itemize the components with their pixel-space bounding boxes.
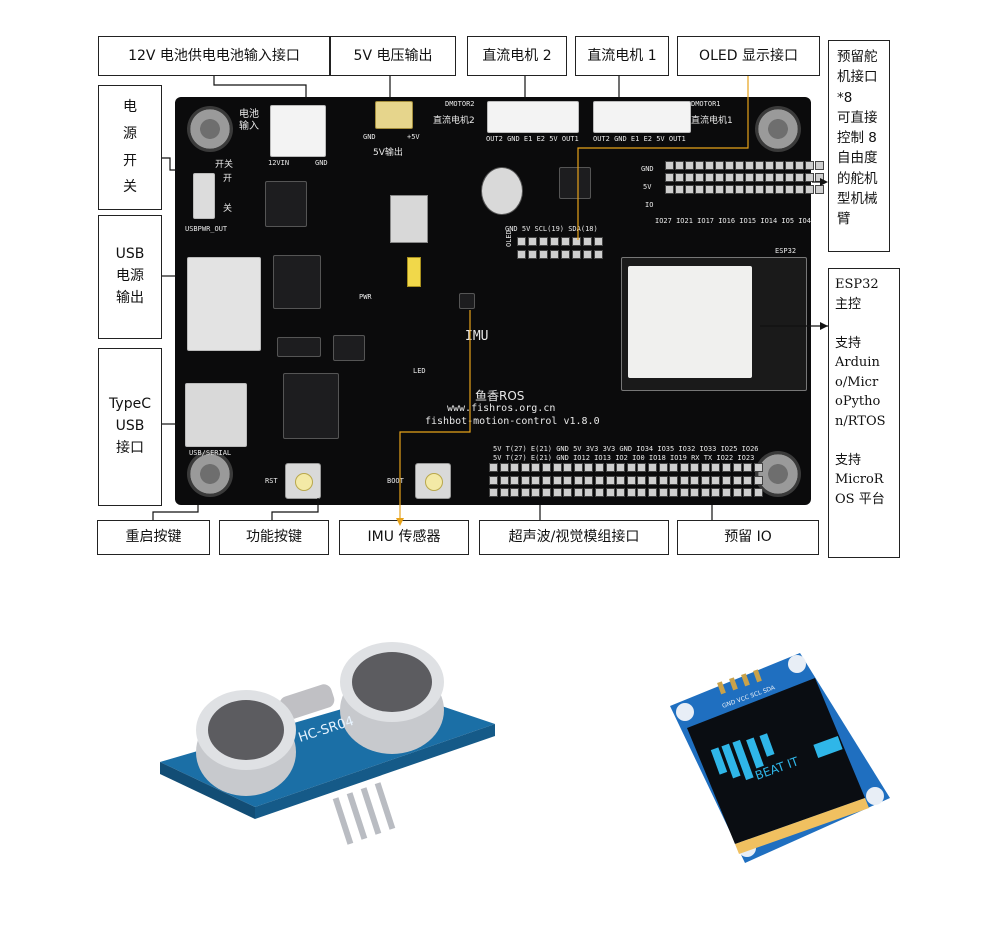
- chip-u15: [273, 255, 321, 309]
- servo-gnd-silk: GND: [641, 165, 654, 173]
- capacitor-c49: [407, 257, 421, 287]
- pwr-silk: PWR: [359, 293, 372, 301]
- servo-5v-silk: 5V: [643, 183, 652, 191]
- 5v-output-connector: [375, 101, 413, 129]
- typec-port: [185, 383, 247, 447]
- io-row2-silk: 5V T(27) E(21) GND IO12 IO13 IO2 IO0 IO1…: [493, 454, 755, 462]
- ultrasonic-sensor-module: HC-SR04: [160, 642, 495, 845]
- dc-motor-2-connector: [487, 101, 579, 133]
- esp32-main-label: ESP32 主控 支持 Arduin o/Micr oPytho n/RTOS …: [828, 268, 900, 558]
- dc-motor-1-connector: [593, 101, 691, 133]
- brand-silk: 鱼香ROS: [475, 389, 525, 403]
- chip-u16: [265, 181, 307, 227]
- imu-sensor-label: IMU 传感器: [339, 520, 469, 555]
- servo-io-numbers-silk: IO27 IO21 IO17 IO16 IO15 IO14 IO5 IO4: [655, 217, 811, 225]
- motor2-pins-silk: OUT2 GND E1 E2 5V OUT1: [486, 135, 579, 143]
- battery-silk: 电池 输入: [239, 109, 259, 132]
- mount-hole-top-right: [755, 106, 801, 152]
- servo-port-label: 预留舵 机接口 *8 可直接 控制 8 自由度 的舵机 型机械 臂: [828, 40, 890, 252]
- dmotor1-cn-silk: 直流电机1: [691, 116, 733, 126]
- gnd-silk: GND: [315, 159, 328, 167]
- battery-input-label: 12V 电池供电电池输入接口: [98, 36, 330, 76]
- function-button-label: 功能按键: [219, 520, 329, 555]
- servo-io-silk: IO: [645, 201, 654, 209]
- 5v-output-silk: 5V输出: [373, 148, 403, 158]
- mount-hole-bottom-left: [187, 451, 233, 497]
- led-silk: LED: [413, 367, 426, 375]
- 5v-output-label: 5V 电压输出: [330, 36, 456, 76]
- dmotor1-silk: DMOTOR1: [691, 100, 721, 108]
- diode-d1: [277, 337, 321, 357]
- switch-silk: 开关: [215, 160, 234, 170]
- usb-power-output-label: USB 电源 输出: [98, 215, 162, 339]
- usbpwr-out-silk: USBPWR_OUT: [185, 225, 228, 233]
- url-silk: www.fishros.org.cn: [447, 403, 556, 414]
- rst-silk: RST: [265, 477, 278, 485]
- dc-motor-2-label: 直流电机 2: [467, 36, 567, 76]
- imu-silk: IMU: [465, 329, 489, 344]
- servo-header: [665, 161, 824, 194]
- usb-serial-silk: USB/SERIAL: [189, 449, 232, 457]
- vin-silk: 12VIN: [268, 159, 290, 167]
- 5v-plus-silk: +5V: [407, 133, 420, 141]
- oled-display-module: BEAT IT GND VCC SCL SDA: [670, 653, 890, 863]
- 5v-gnd-silk: GND: [363, 133, 376, 141]
- usb-a-port: [187, 257, 261, 351]
- io-header: [489, 463, 763, 498]
- model-silk: fishbot-motion-control v1.8.0: [425, 416, 600, 427]
- diode-d3: [333, 335, 365, 361]
- typec-usb-label: TypeC USB 接口: [98, 348, 162, 506]
- ultrasonic-port-label: 超声波/视觉模组接口: [479, 520, 669, 555]
- dmotor2-cn-silk: 直流电机2: [433, 116, 475, 126]
- esp32-module: [621, 257, 807, 391]
- battery-connector: [270, 105, 326, 157]
- esp32-silk: ESP32: [775, 247, 797, 255]
- inductor-l2: [390, 195, 428, 243]
- reserved-io-label: 预留 IO: [677, 520, 819, 555]
- switch-on-silk: 开: [223, 174, 233, 184]
- boot-silk: BOOT: [387, 477, 404, 485]
- chip-u3: [559, 167, 591, 199]
- switch-off-silk: 关: [223, 204, 233, 214]
- capacitor-c23: [481, 167, 523, 215]
- boot-button[interactable]: [415, 463, 451, 499]
- oled-header: [517, 237, 603, 259]
- dc-motor-1-label: 直流电机 1: [575, 36, 669, 76]
- io-row1-silk: 5V T(27) E(21) GND 5V 3V3 3V3 GND IO34 I…: [493, 445, 759, 453]
- oled-port-label: OLED 显示接口: [677, 36, 820, 76]
- reset-button[interactable]: [285, 463, 321, 499]
- reset-button-label: 重启按键: [97, 520, 210, 555]
- dmotor2-silk: DMOTOR2: [445, 100, 475, 108]
- pcb-board: 电池 输入 12VIN GND GND +5V 5V输出 DMOTOR2 直流电…: [175, 97, 824, 505]
- mount-hole-top-left: [187, 106, 233, 152]
- power-switch-label: 电 源 开 关: [98, 85, 162, 210]
- chip-u5: [283, 373, 339, 439]
- oled-pins-silk: GND 5V SCL(19) SDA(18): [505, 225, 598, 233]
- motor1-pins-silk: OUT2 GND E1 E2 5V OUT1: [593, 135, 686, 143]
- imu-chip: [459, 293, 475, 309]
- power-switch: [193, 173, 215, 219]
